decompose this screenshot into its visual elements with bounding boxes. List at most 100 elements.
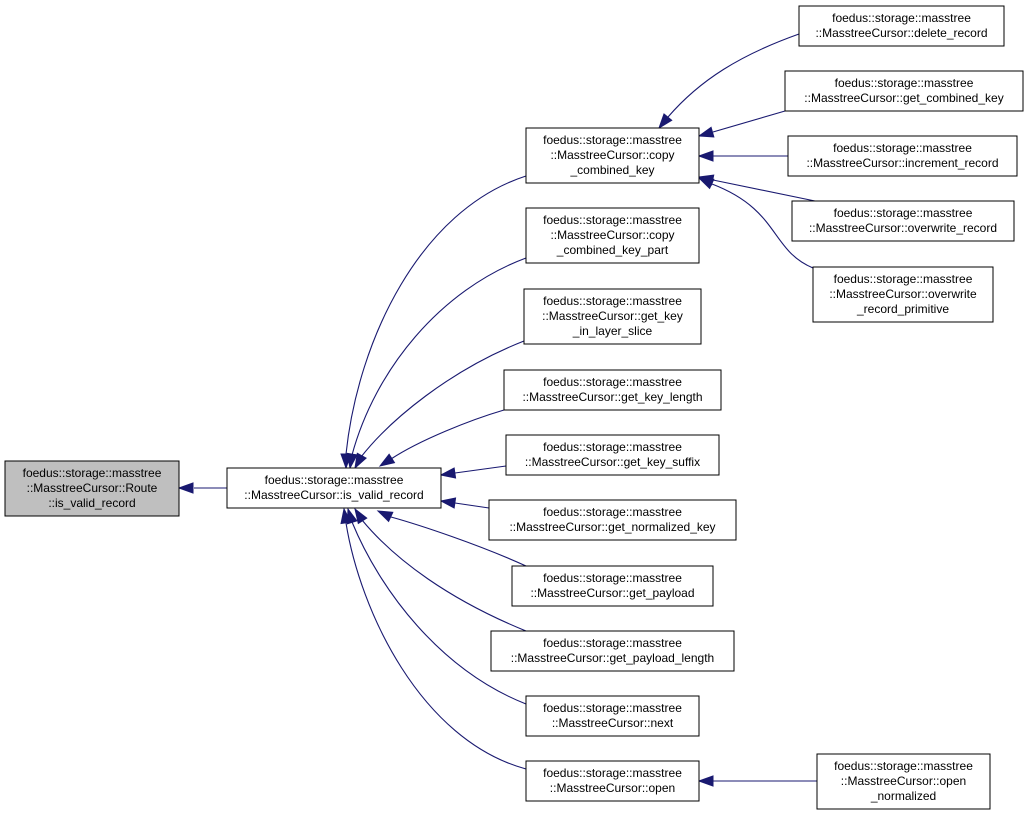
node-label-line: ::MasstreeCursor::open [550,781,675,795]
node-box[interactable] [525,207,700,264]
node-overwrite-record[interactable]: foedus::storage::masstree::MasstreeCurso… [791,200,1015,242]
node-label-line: foedus::storage::masstree [265,473,404,487]
node-label-line: _in_layer_slice [572,324,653,338]
node-overwrite-record-primitive[interactable]: foedus::storage::masstree::MasstreeCurso… [812,266,994,323]
edge-line [351,521,527,705]
node-box[interactable] [812,266,994,323]
node-get-payload[interactable]: foedus::storage::masstree::MasstreeCurso… [511,565,714,607]
node-get-payload-length[interactable]: foedus::storage::masstree::MasstreeCurso… [490,630,735,672]
node-label-line: foedus::storage::masstree [543,440,682,454]
node-box[interactable] [490,630,735,672]
node-label-line: foedus::storage::masstree [834,272,973,286]
edge-arrowhead [697,177,715,190]
node-label-line: _combined_key [569,163,654,177]
edge-arrowhead [697,126,715,138]
node-copy-combined-key-part[interactable]: foedus::storage::masstree::MasstreeCurso… [525,207,700,264]
node-label-line: foedus::storage::masstree [543,213,682,227]
node-get-key-suffix[interactable]: foedus::storage::masstree::MasstreeCurso… [505,434,720,476]
node-label-line: foedus::storage::masstree [543,505,682,519]
edge-copy_combined_key_part-to-is_valid_record [346,257,527,470]
node-label-line: foedus::storage::masstree [23,466,162,480]
node-label-line: ::MasstreeCursor::copy [550,228,674,242]
node-label-line: foedus::storage::masstree [543,766,682,780]
node-label-line: foedus::storage::masstree [543,133,682,147]
node-box[interactable] [784,70,1024,112]
node-copy-combined-key[interactable]: foedus::storage::masstree::MasstreeCurso… [525,127,700,184]
node-box[interactable] [798,5,1005,47]
node-label-line: foedus::storage::masstree [543,375,682,389]
node-get-key-in-layer-slice[interactable]: foedus::storage::masstree::MasstreeCurso… [523,288,702,345]
edge-overwrite_record_primitive-to-copy_combined_key [697,177,814,269]
edge-line [712,110,786,133]
node-label-line: ::MasstreeCursor::is_valid_record [244,488,423,502]
edge-arrowhead [439,497,457,509]
node-box[interactable] [816,753,991,810]
node-box[interactable] [787,135,1018,177]
edge-line [667,33,800,118]
edge-get_key_suffix-to-is_valid_record [439,465,507,479]
edge-line [454,502,490,509]
edge-line [454,465,507,474]
node-label-line: foedus::storage::masstree [833,141,972,155]
node-box[interactable] [503,369,722,411]
node-label-line: _normalized [870,789,936,803]
edge-arrowhead [439,467,457,479]
node-label-line: _record_primitive [856,302,949,316]
edge-line [360,340,525,458]
edge-arrowhead [354,507,368,525]
edge-line [361,519,527,632]
node-label-line: ::MasstreeCursor::get_key_length [522,390,702,404]
node-box[interactable] [523,288,702,345]
node-is-valid-record[interactable]: foedus::storage::masstree::MasstreeCurso… [226,467,442,509]
edge-line [711,183,814,269]
node-box[interactable] [488,499,737,541]
node-box[interactable] [511,565,714,607]
edge-line [390,409,505,460]
node-increment-record[interactable]: foedus::storage::masstree::MasstreeCurso… [787,135,1018,177]
edge-arrowhead [697,775,714,787]
node-route-is-valid-record[interactable]: foedus::storage::masstree::MasstreeCurso… [4,460,180,517]
edge-get_combined_key-to-copy_combined_key [697,110,786,138]
edge-get_key_in_layer_slice-to-is_valid_record [354,340,525,470]
node-box[interactable] [525,127,700,184]
node-label-line: foedus::storage::masstree [835,76,974,90]
node-open[interactable]: foedus::storage::masstree::MasstreeCurso… [525,760,700,802]
node-label-line: foedus::storage::masstree [834,206,973,220]
node-label-line: ::MasstreeCursor::Route [27,481,158,495]
node-label-line: ::MasstreeCursor::increment_record [806,156,998,170]
edge-get_payload-to-is_valid_record [376,510,527,567]
edge-open-to-is_valid_record [340,507,527,770]
node-box[interactable] [791,200,1015,242]
node-label-line: foedus::storage::masstree [543,571,682,585]
node-box[interactable] [525,695,700,737]
node-get-normalized-key[interactable]: foedus::storage::masstree::MasstreeCurso… [488,499,737,541]
node-next[interactable]: foedus::storage::masstree::MasstreeCurso… [525,695,700,737]
edges-layer [177,33,817,787]
node-label-line: ::MasstreeCursor::overwrite_record [809,221,997,235]
edge-arrowhead [340,507,352,525]
edge-is_valid_record-to-route_is_valid_record [177,482,227,494]
node-label-line: ::MasstreeCursor::get_normalized_key [509,520,715,534]
node-delete-record[interactable]: foedus::storage::masstree::MasstreeCurso… [798,5,1005,47]
node-box[interactable] [525,760,700,802]
edge-line [390,516,527,567]
node-label-line: _combined_key_part [556,243,669,257]
node-box[interactable] [505,434,720,476]
node-get-key-length[interactable]: foedus::storage::masstree::MasstreeCurso… [503,369,722,411]
node-box[interactable] [4,460,180,517]
edge-arrowhead [378,453,396,467]
edge-line [345,522,527,770]
node-label-line: foedus::storage::masstree [543,636,682,650]
edge-arrowhead [354,452,367,470]
node-get-combined-key[interactable]: foedus::storage::masstree::MasstreeCurso… [784,70,1024,112]
node-open-normalized[interactable]: foedus::storage::masstree::MasstreeCurso… [816,753,991,810]
node-label-line: ::MasstreeCursor::get_combined_key [804,91,1003,105]
node-label-line: ::MasstreeCursor::get_payload [530,586,694,600]
node-label-line: foedus::storage::masstree [543,294,682,308]
node-box[interactable] [226,467,442,509]
node-label-line: ::MasstreeCursor::delete_record [815,26,987,40]
edge-get_payload_length-to-is_valid_record [354,507,527,632]
edge-get_normalized_key-to-is_valid_record [439,497,490,509]
node-label-line: ::MasstreeCursor::next [552,716,674,730]
